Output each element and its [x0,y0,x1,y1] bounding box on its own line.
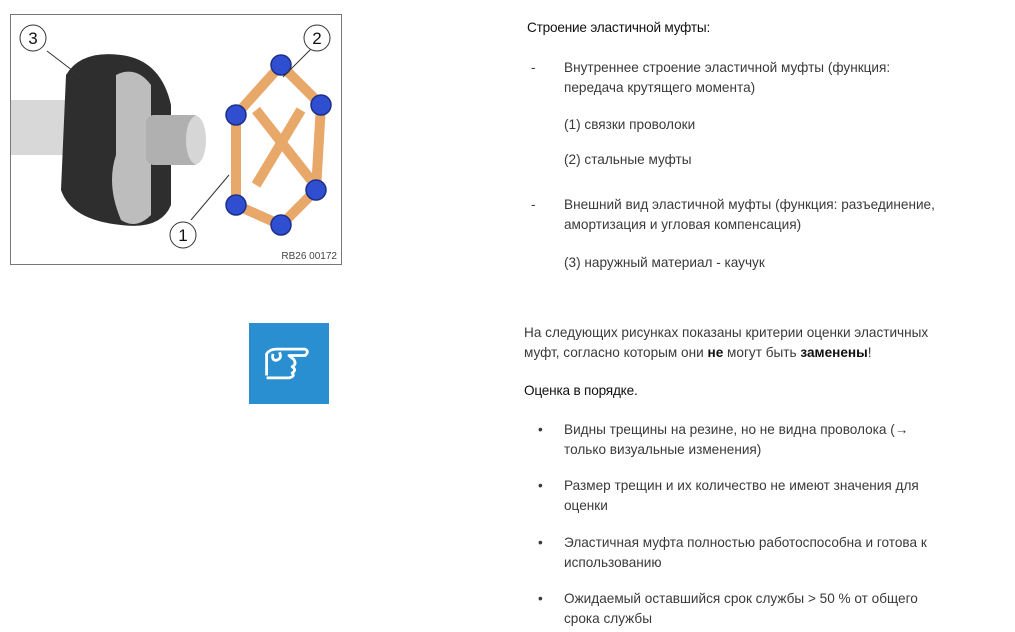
structure-title: Строение эластичной муфты: [527,20,711,35]
hub-bore [186,116,206,164]
criteria-bullet-4-line-1: Ожидаемый оставшийся срок службы > 50 % … [564,591,918,606]
intro-emphasis-not: не [707,345,724,360]
hub [146,115,201,165]
structure-item-1-line-2: передача крутящего момента) [564,80,756,95]
intro-text: муфт, согласно которым они [524,345,708,360]
bullet-marker: • [538,591,543,606]
intro-text: ! [867,345,872,360]
structure-item-1-line-1: Внутреннее строение эластичной муфты (фу… [564,60,891,75]
coupling-figure: 3 2 1 RB26 00172 [10,14,342,265]
intro-emphasis-replaced: заменены [800,345,868,360]
criteria-intro-line-2: муфт, согласно которым они не могут быть… [524,343,872,363]
wire-links [231,57,327,231]
criteria-heading: Оценка в порядке. [524,383,638,398]
structure-item-2-line-2: амортизация и угловая компенсация) [564,217,802,232]
callout-1: 1 [178,226,187,245]
dash-marker: - [531,197,536,212]
criteria-bullet-3-line-1: Эластичная муфта полностью работоспособн… [564,535,927,550]
callout-2: 2 [312,29,321,48]
criteria-intro-line-1: На следующих рисунках показаны критерии … [524,325,929,340]
steel-bushings [225,54,332,236]
structure-sub-1: (1) связки проволоки [564,117,696,132]
callout-3: 3 [28,29,37,48]
metal-flange [112,71,151,224]
structure-item-2-line-1: Внешний вид эластичной муфты (функция: р… [564,197,935,212]
bullet-marker: • [538,535,543,550]
bullet-marker: • [538,478,543,493]
criteria-bullet-2-line-1: Размер трещин и их количество не имеют з… [564,478,919,493]
criteria-bullet-1-line-2: только визуальные изменения) [564,442,762,457]
criteria-bullet-4-line-2: срока службы [564,611,652,626]
structure-sub-3: (3) наружный материал - каучук [564,255,765,270]
criteria-bullet-1-line-1: Видны трещины на резине, но не видна про… [564,422,909,437]
figure-code: RB26 00172 [281,251,337,262]
intro-text: могут быть [723,345,801,360]
dash-marker: - [531,60,536,75]
structure-sub-2: (2) стальные муфты [564,152,692,167]
criteria-bullet-3-line-2: использованию [564,555,662,570]
shaft [11,100,71,155]
callouts [19,24,331,249]
criteria-bullet-2-line-2: оценки [564,498,608,513]
note-icon-box [249,323,329,404]
bullet-marker: • [538,422,543,437]
flex-coupling-illustration: 3 2 1 RB26 00172 [11,24,337,262]
pointing-hand-icon [265,347,309,380]
